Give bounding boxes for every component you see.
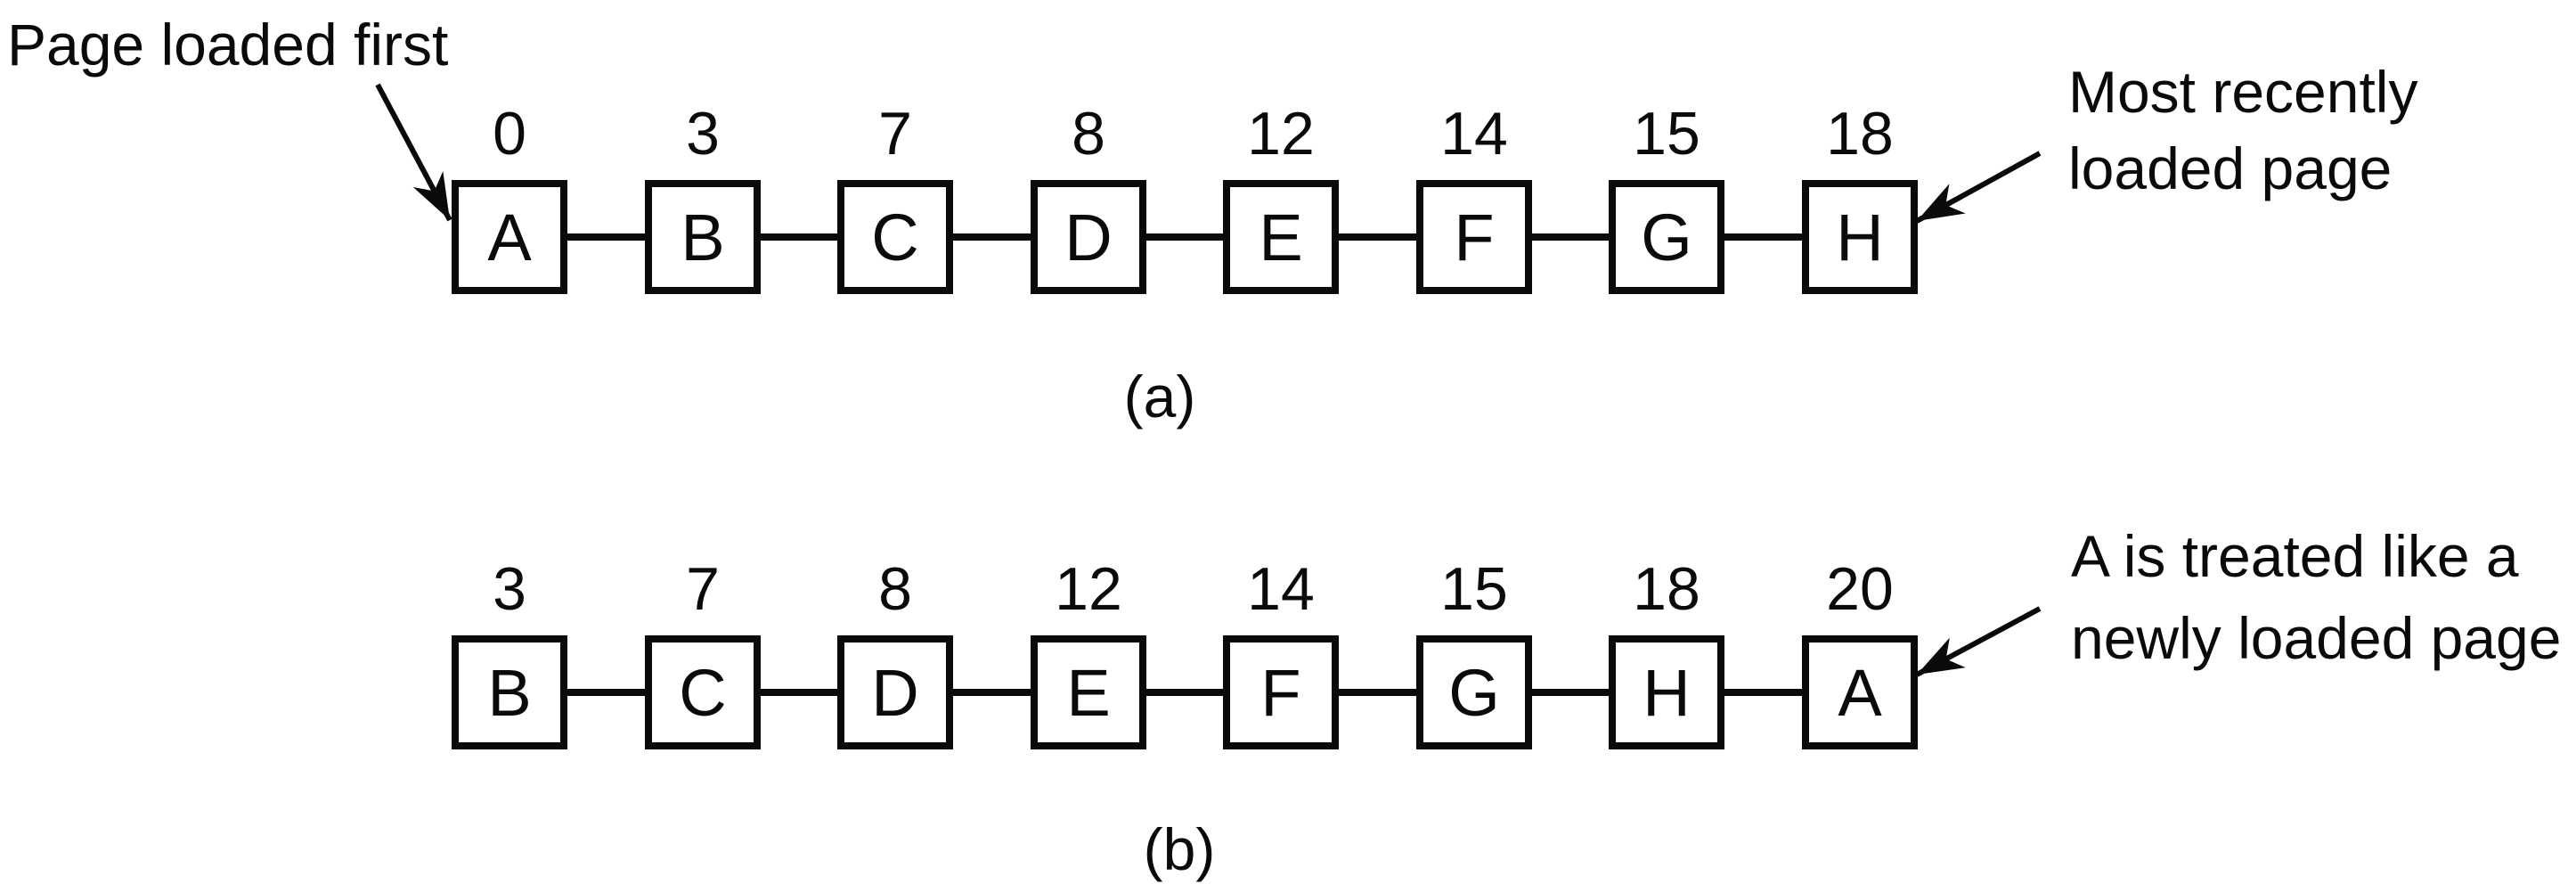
page-box-h: H <box>1609 635 1724 749</box>
label-line: loaded page <box>2068 135 2393 201</box>
page-box-f: F <box>1416 180 1532 294</box>
list-link <box>953 233 1031 241</box>
label-line: Most recently <box>2068 59 2418 125</box>
label-page-loaded-first: Page loaded first <box>7 12 449 78</box>
page-age-label: 8 <box>1072 100 1105 168</box>
page-age-label: 14 <box>1247 555 1315 623</box>
page-box-c: C <box>837 180 953 294</box>
page-age-label: 3 <box>493 555 526 623</box>
page-age-label: 3 <box>686 100 720 168</box>
list-link <box>761 689 837 696</box>
page-box-b: B <box>452 635 567 749</box>
page-box-e: E <box>1031 635 1146 749</box>
page-age-label: 7 <box>686 555 720 623</box>
page-age-label: 12 <box>1247 100 1315 168</box>
page-age-label: 12 <box>1055 555 1122 623</box>
page-box-c: C <box>645 635 761 749</box>
page-age-label: 18 <box>1633 555 1700 623</box>
list-link <box>1339 233 1416 241</box>
caption-a: (a) <box>1123 364 1196 430</box>
page-age-label: 15 <box>1633 100 1700 168</box>
page-age-label: 7 <box>878 100 912 168</box>
label-line: newly loaded page <box>2071 605 2562 671</box>
caption-b: (b) <box>1143 816 1216 882</box>
page-age-label: 18 <box>1826 100 1894 168</box>
page-age-label: 8 <box>878 555 912 623</box>
list-link <box>1339 689 1416 696</box>
page-age-label: 15 <box>1440 555 1508 623</box>
page-box-f: F <box>1223 635 1339 749</box>
page-box-g: G <box>1416 635 1532 749</box>
list-link <box>761 233 837 241</box>
page-box-h: H <box>1802 180 1918 294</box>
list-link <box>1724 233 1802 241</box>
label-a-treated-like-new: A is treated like a newly loaded page <box>2071 515 2561 679</box>
list-link <box>567 689 645 696</box>
page-box-g: G <box>1609 180 1724 294</box>
list-link <box>567 233 645 241</box>
page-box-b: B <box>645 180 761 294</box>
list-link <box>1532 233 1609 241</box>
list-link <box>953 689 1031 696</box>
list-link <box>1532 689 1609 696</box>
label-most-recently-loaded: Most recently loaded page <box>2068 53 2417 207</box>
page-box-d: D <box>1031 180 1146 294</box>
page-box-a: A <box>452 180 567 294</box>
page-box-d: D <box>837 635 953 749</box>
page-age-label: 14 <box>1440 100 1508 168</box>
page-box-a: A <box>1802 635 1918 749</box>
page-age-label: 0 <box>493 100 526 168</box>
list-link <box>1146 689 1223 696</box>
list-link <box>1146 233 1223 241</box>
page-age-label: 20 <box>1826 555 1894 623</box>
label-line: A is treated like a <box>2071 523 2519 589</box>
page-box-e: E <box>1223 180 1339 294</box>
list-link <box>1724 689 1802 696</box>
